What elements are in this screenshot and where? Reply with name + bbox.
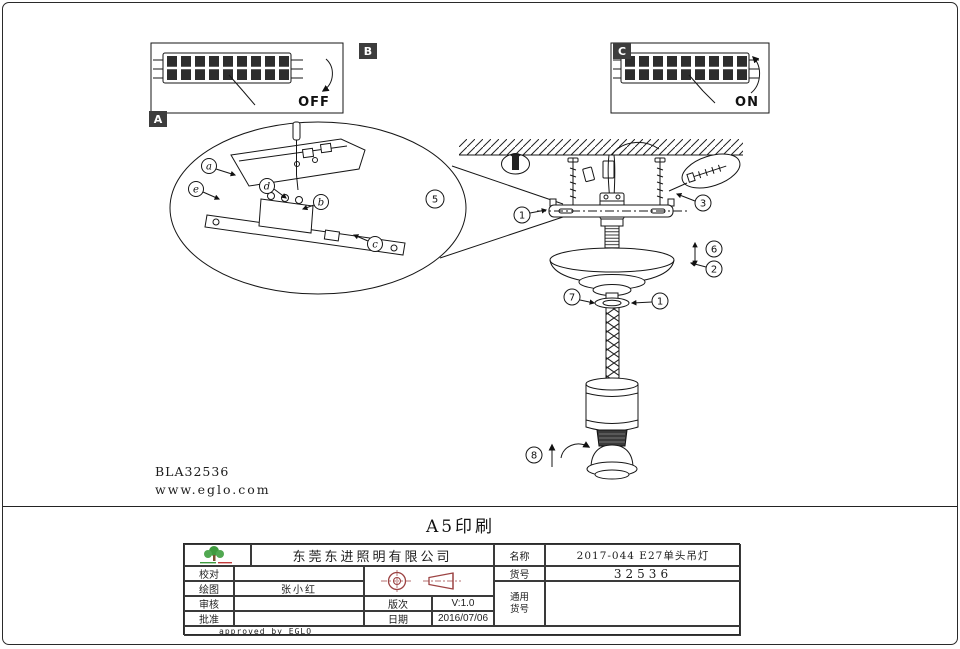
callout-letter-d: d (259, 178, 287, 199)
svg-text:A: A (154, 113, 163, 126)
draw-label: 绘图 (184, 581, 234, 596)
name-label: 名称 (494, 544, 545, 566)
approved-by: approved by EGLO (184, 626, 741, 636)
svg-text:d: d (264, 182, 270, 193)
svg-text:e: e (193, 185, 199, 196)
audit-label: 审核 (184, 596, 234, 611)
company-logo (184, 544, 251, 566)
approve-value (234, 611, 364, 626)
detail-circle: a e d b c (169, 121, 564, 295)
ceiling-canopy (549, 247, 675, 301)
callout-3: 3 (675, 193, 712, 212)
callout-1-bracket: 1 (513, 206, 548, 224)
company-name: 东莞东进照明有限公司 (251, 544, 494, 566)
projection-symbol (364, 566, 494, 596)
drawer-name: 张小红 (234, 581, 364, 596)
general-no-label: 通用货号 (494, 581, 545, 626)
callout-2: 2 (689, 260, 723, 278)
check-label: 校对 (184, 566, 234, 581)
pressing-tool-b (228, 74, 256, 106)
svg-text:b: b (318, 198, 324, 209)
ceiling-bracket (537, 192, 689, 220)
callout-7: 7 (563, 288, 596, 306)
callout-1-ring: 1 (630, 292, 669, 310)
exploded-view: 1 3 (459, 139, 743, 480)
svg-text:C: C (618, 45, 626, 58)
svg-text:7: 7 (569, 293, 575, 304)
screw-detail-balloon (668, 153, 741, 192)
callout-8: 8 (525, 446, 543, 464)
date-value: 2016/07/06 (432, 611, 494, 626)
item-no-value: 32536 (545, 566, 741, 581)
svg-text:5: 5 (432, 195, 438, 206)
callout-6: 6 (705, 240, 723, 258)
section-tab-b: B (359, 43, 377, 59)
bracket-terminal-detail (204, 192, 406, 256)
item-no-label: 货号 (494, 566, 545, 581)
callout-letter-b: b (301, 194, 329, 211)
step-b-panel: OFF (150, 42, 344, 114)
light-bulb (586, 444, 638, 480)
svg-text:c: c (372, 240, 378, 251)
pendant-cord (605, 308, 620, 382)
ceiling-hatch (459, 139, 743, 156)
approve-label: 批准 (184, 611, 234, 626)
threaded-nipple (600, 218, 624, 253)
screwdriver-icon (292, 121, 301, 191)
website-text: www.eglo.com (155, 482, 271, 497)
rotate-on-arrow-icon (750, 56, 760, 94)
callout-letter-c: c (352, 234, 383, 252)
terminal-strip-c (619, 51, 751, 85)
audit-value (234, 596, 364, 611)
installation-diagram: OFF B ON C (149, 42, 770, 480)
callout-5: 5 (425, 189, 445, 209)
callout-letter-e: e (188, 181, 221, 200)
svg-text:1: 1 (657, 297, 663, 308)
screw-bulb-arrow-icon (560, 441, 591, 459)
rotate-off-arrow-icon (321, 58, 333, 92)
tree-logo-icon (199, 546, 232, 564)
svg-text:6: 6 (711, 245, 717, 256)
svg-text:2: 2 (711, 265, 717, 276)
svg-text:3: 3 (700, 199, 706, 210)
projection-symbol-icon (381, 570, 461, 592)
on-label: ON (735, 95, 759, 110)
mounting-plate-detail (230, 138, 366, 187)
mounting-screw-left (567, 157, 579, 207)
off-label: OFF (298, 95, 330, 110)
version-label: 版次 (364, 596, 432, 611)
print-format-label: A5印刷 (425, 517, 496, 537)
section-tab-c: C (613, 43, 631, 59)
mounting-screw-right (654, 157, 666, 207)
check-value (234, 566, 364, 581)
lamp-holder (585, 377, 639, 432)
step-c-panel: ON (610, 42, 770, 114)
locking-ring (594, 297, 630, 309)
terminal-strip-b (161, 51, 293, 85)
general-no-value (545, 581, 741, 626)
title-block: 东莞东进照明有限公司 名称 2017-044 E27单头吊灯 校对 货号 325… (183, 543, 741, 636)
section-divider (3, 506, 957, 507)
pressing-tool-c (688, 74, 716, 104)
e27-socket (596, 429, 628, 447)
svg-text:1: 1 (519, 211, 525, 222)
drawing-code: BLA32536 (155, 464, 230, 479)
callout-letter-a: a (201, 158, 237, 177)
svg-text:B: B (364, 45, 372, 58)
svg-text:8: 8 (531, 451, 537, 462)
svg-text:a: a (206, 162, 212, 173)
wall-anchor (501, 153, 530, 175)
date-label: 日期 (364, 611, 432, 626)
product-name: 2017-044 E27单头吊灯 (545, 544, 741, 566)
section-tab-a: A (149, 111, 167, 127)
version-value: V:1.0 (432, 596, 494, 611)
